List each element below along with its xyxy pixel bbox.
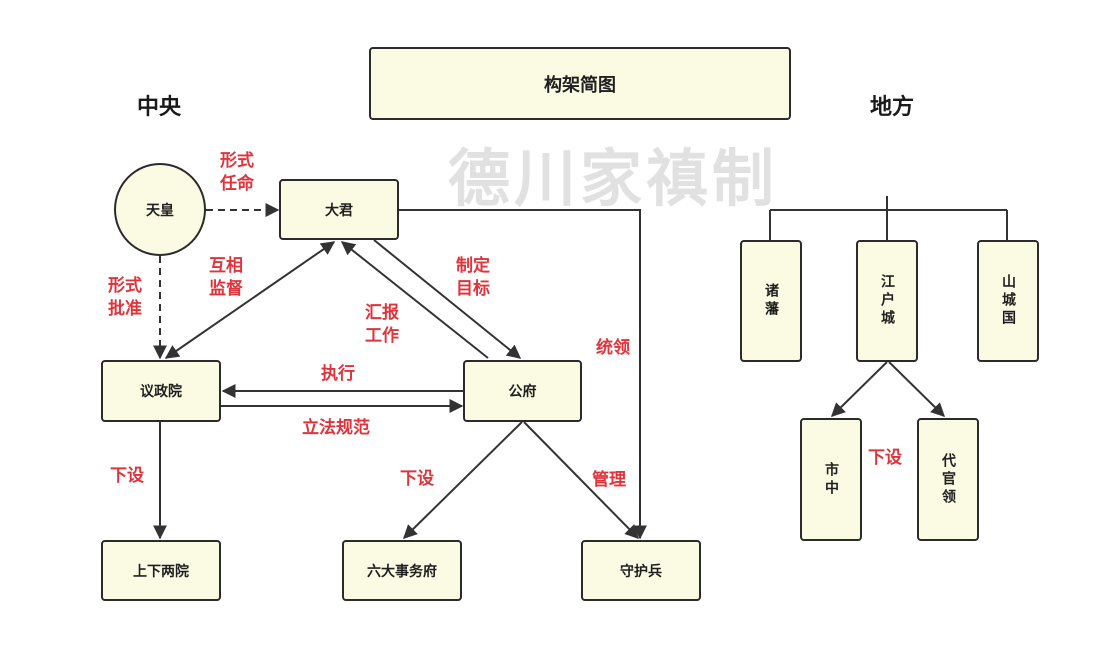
edge-taikun-kofu [373, 239, 522, 359]
node-edojo-label: 江户城 [879, 274, 895, 328]
label-mutual-supervise: 互相 监督 [209, 255, 243, 301]
node-giseiin: 议政院 [101, 360, 221, 422]
node-shugohei-label: 守护兵 [620, 563, 662, 580]
node-giseiin-label: 议政院 [140, 384, 182, 400]
node-tenno: 天皇 [114, 163, 206, 256]
node-edojo: 江户城 [856, 240, 918, 362]
label-formal-appoint-line1: 形式 [220, 151, 254, 171]
label-subordinate-mid: 下设 [400, 469, 434, 489]
section-heading-central: 中央 [137, 95, 182, 120]
label-formal-appoint-line2: 任命 [220, 174, 254, 194]
label-manage: 管理 [592, 470, 626, 490]
node-daikanryo: 代官领 [917, 418, 979, 541]
node-yamashiro-label: 山城国 [1000, 274, 1016, 328]
label-formal-approve: 形式 批准 [108, 275, 142, 321]
node-rokudai: 六大事务府 [342, 540, 462, 601]
edge-kofu-shugohei [523, 421, 639, 539]
label-command: 统领 [596, 338, 630, 358]
label-set-goals-line2: 目标 [456, 279, 490, 299]
node-yamashiro: 山城国 [977, 240, 1039, 362]
label-mutual-supervise-line2: 监督 [209, 279, 243, 299]
label-report-work-line1: 汇报 [365, 303, 399, 323]
watermark: 德川家禛制 [448, 142, 779, 215]
title-text: 构架简图 [544, 74, 616, 96]
label-formal-approve-line1: 形式 [108, 276, 142, 296]
label-set-goals-line1: 制定 [456, 256, 490, 276]
label-set-goals: 制定 目标 [456, 255, 490, 301]
node-shugohei: 守护兵 [581, 540, 701, 601]
label-execute: 执行 [321, 364, 355, 384]
node-tenno-label: 天皇 [146, 202, 174, 219]
label-formal-approve-line2: 批准 [108, 299, 142, 319]
node-jouge: 上下两院 [101, 540, 221, 601]
edge-kofu-taikun [340, 241, 489, 359]
label-subordinate-right: 下设 [868, 448, 902, 468]
node-shohan: 诸藩 [740, 240, 802, 362]
edge-taikun-shugohei [398, 209, 647, 540]
node-shichu: 市中 [800, 418, 862, 541]
node-taikun-label: 大君 [325, 202, 353, 219]
edge-kofu-rokudai [403, 421, 523, 539]
label-legislate: 立法规范 [302, 418, 370, 438]
node-shohan-label: 诸藩 [763, 283, 779, 319]
label-subordinate-left: 下设 [110, 466, 144, 486]
label-formal-appoint: 形式 任命 [220, 150, 254, 196]
node-taikun: 大君 [279, 179, 399, 240]
edge-edojo-daikanryo [888, 361, 945, 417]
node-shichu-label: 市中 [823, 461, 839, 498]
label-report-work: 汇报 工作 [365, 302, 399, 348]
title-box: 构架简图 [369, 47, 791, 120]
label-report-work-line2: 工作 [365, 326, 399, 346]
node-jouge-label: 上下两院 [133, 563, 189, 580]
label-mutual-supervise-line1: 互相 [209, 256, 243, 276]
node-kofu-label: 公府 [508, 384, 537, 400]
section-heading-local: 地方 [870, 95, 915, 120]
node-daikanryo-label: 代官领 [940, 452, 956, 507]
edge-edojo-shichu [831, 361, 888, 417]
edge-taikun-giseiin [164, 241, 336, 359]
node-kofu: 公府 [463, 360, 582, 422]
node-rokudai-label: 六大事务府 [367, 563, 437, 580]
